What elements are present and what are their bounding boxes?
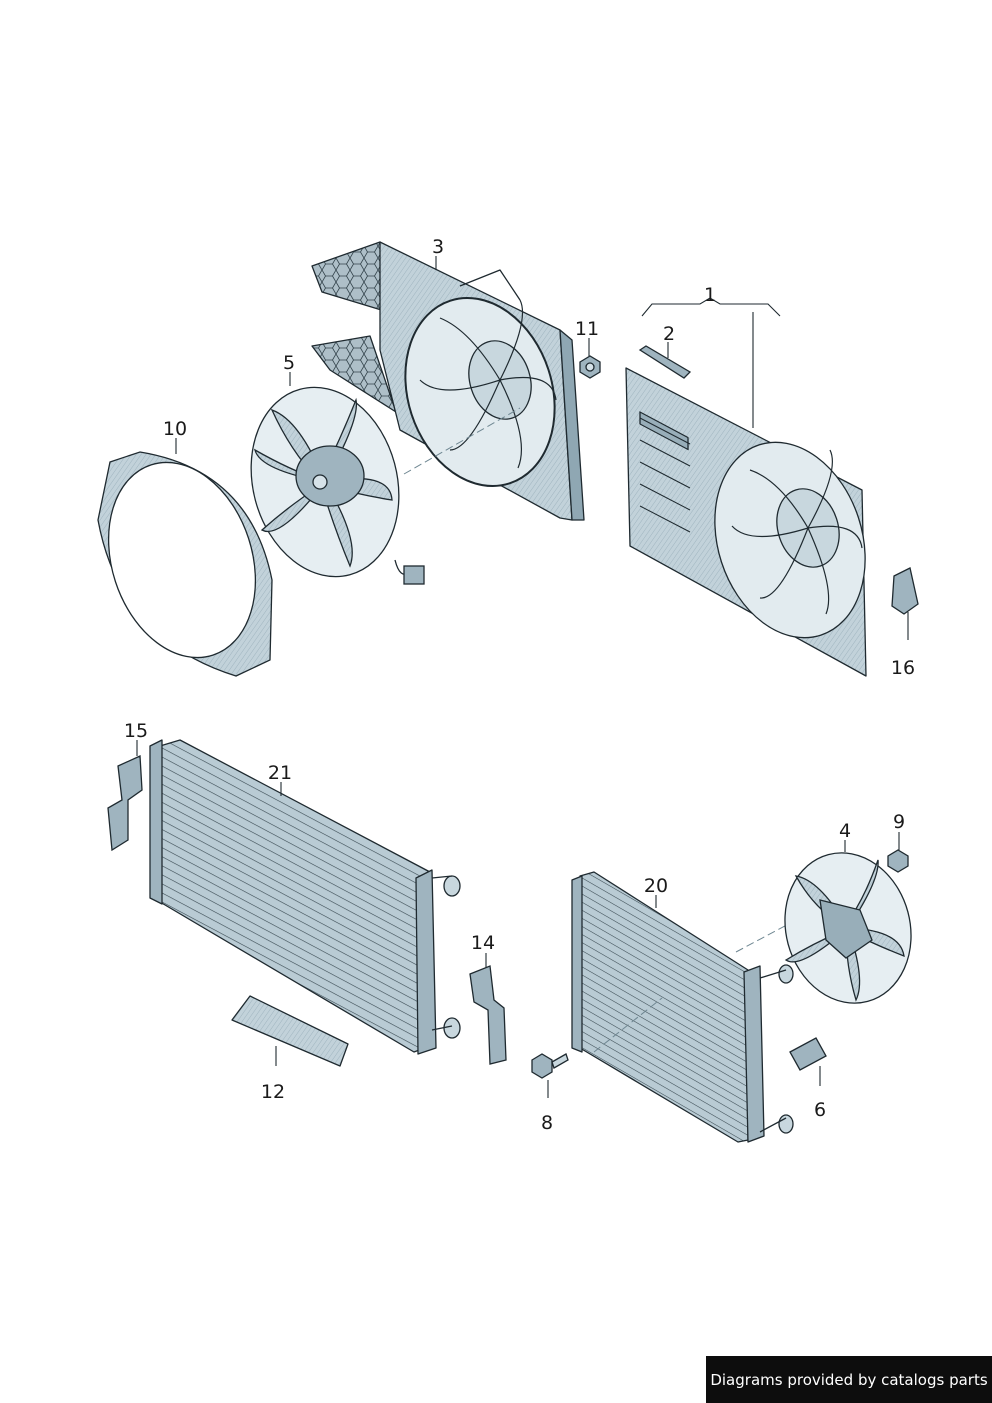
callout-4: 4	[838, 820, 852, 842]
callout-3: 3	[431, 236, 445, 258]
air-deflector-part-12	[231, 995, 349, 1067]
callout-6: 6	[813, 1099, 827, 1121]
fan-part-4	[784, 852, 912, 1004]
callout-2: 2	[662, 323, 676, 345]
axis-line-part-3	[403, 407, 521, 475]
callout-16: 16	[890, 657, 916, 679]
sensor-part-6	[789, 1037, 827, 1071]
fan-shroud-part-3	[311, 241, 585, 521]
radiator-part-21	[149, 739, 461, 1055]
nut-part-9	[887, 849, 909, 873]
axis-line-part-20	[593, 997, 663, 1053]
callout-8: 8	[540, 1112, 554, 1134]
bracket-part-14	[469, 965, 507, 1065]
ring-shroud-part-10	[97, 451, 273, 677]
callout-11: 11	[574, 318, 600, 340]
leader-lines	[136, 256, 909, 1098]
callout-14: 14	[470, 932, 496, 954]
fan-part-5	[250, 386, 425, 585]
bracket-part-15	[107, 755, 143, 852]
callout-1: 1	[703, 284, 717, 306]
callout-21: 21	[267, 762, 293, 784]
callout-9: 9	[892, 811, 906, 833]
fan-assembly-part-1	[625, 367, 867, 677]
callout-20: 20	[643, 875, 669, 897]
callout-12: 12	[260, 1081, 286, 1103]
bolt-part-8	[531, 1053, 569, 1079]
bracket-part-16	[891, 567, 919, 615]
callout-10: 10	[162, 418, 188, 440]
callout-15: 15	[123, 720, 149, 742]
callout-5: 5	[282, 352, 296, 374]
label-plate-part-2	[638, 345, 692, 379]
radiator-part-20	[571, 871, 794, 1143]
credit-banner: Diagrams provided by catalogs parts	[706, 1356, 992, 1403]
nut-part-11	[579, 355, 601, 379]
